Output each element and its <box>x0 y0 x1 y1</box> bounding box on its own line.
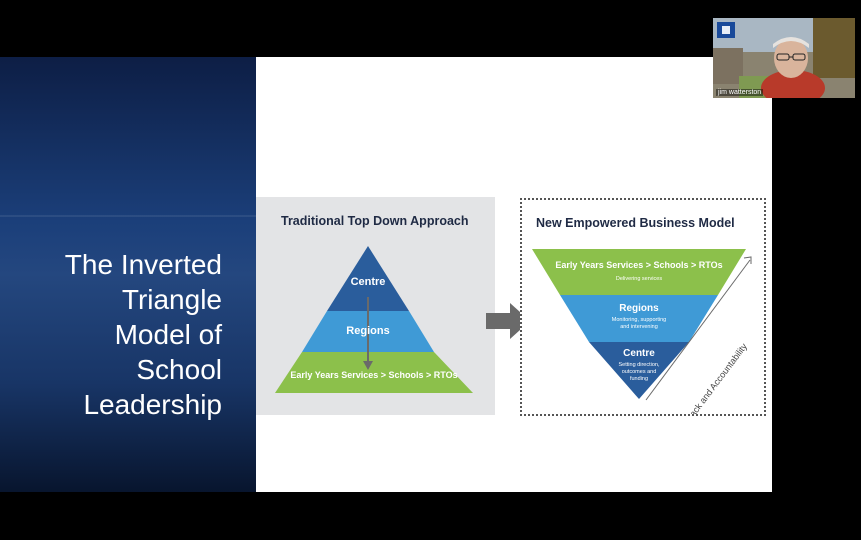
inverted-bottom-sublabel: outcomes and <box>622 369 657 375</box>
slide-title-line: Model of <box>114 319 222 350</box>
feedback-arrow-line <box>645 259 751 401</box>
traditional-pyramid-diagram: Centre Regions Early Years Services > Sc… <box>275 246 473 393</box>
inverted-top-sublabel: Delivering services <box>616 276 662 282</box>
inverted-pyramid-diagram: Early Years Services > Schools > RTOs De… <box>532 249 752 414</box>
presentation-slide: The Inverted Triangle Model of School Le… <box>0 57 772 492</box>
participant-video-feed <box>713 18 855 98</box>
top-down-arrow-head-icon <box>363 361 373 370</box>
participant-face <box>774 38 808 78</box>
slide-title-line: Triangle <box>121 284 222 315</box>
pyramid-bottom-tier <box>275 352 473 393</box>
feedback-accountability-label: Feedback and Accountability <box>672 341 749 414</box>
pyramid-top-tier <box>327 246 409 311</box>
inverted-top-label: Early Years Services > Schools > RTOs <box>555 260 722 270</box>
traditional-approach-box: Centre Regions Early Years Services > Sc… <box>256 197 495 415</box>
inverted-bottom-tier <box>589 342 689 399</box>
participant-name-label: jim watterston <box>716 89 764 96</box>
inverted-bottom-sublabel: funding <box>630 376 648 382</box>
participant-video-tile[interactable]: jim watterston <box>713 18 855 98</box>
traditional-heading: Traditional Top Down Approach <box>281 214 469 228</box>
pyramid-top-label: Centre <box>351 276 386 288</box>
slide-title-line: School <box>136 354 222 385</box>
slide-title-panel: The Inverted Triangle Model of School Le… <box>0 57 256 492</box>
inverted-bottom-label: Centre <box>623 348 655 359</box>
inverted-middle-tier <box>560 295 718 342</box>
pyramid-bottom-label: Early Years Services > Schools > RTOs <box>290 370 457 380</box>
inverted-middle-sublabel: Monitoring, supporting <box>612 317 666 323</box>
inverted-top-tier <box>532 249 746 295</box>
inverted-middle-label: Regions <box>619 303 659 314</box>
transition-arrow-icon <box>486 303 530 339</box>
slide-content-panel: Centre Regions Early Years Services > Sc… <box>256 57 772 492</box>
empowered-heading: New Empowered Business Model <box>536 216 735 230</box>
inverted-bottom-sublabel: Setting direction, <box>619 362 660 368</box>
empowered-model-box: Early Years Services > Schools > RTOs De… <box>520 198 766 416</box>
slide-title: The Inverted Triangle Model of School Le… <box>12 247 222 422</box>
slide-title-line: Leadership <box>83 389 222 420</box>
pyramid-middle-label: Regions <box>346 325 389 337</box>
slide-title-line: The Inverted <box>64 249 222 280</box>
feedback-arrow-head-icon <box>743 256 752 264</box>
inverted-middle-sublabel: and intervening <box>620 324 658 330</box>
